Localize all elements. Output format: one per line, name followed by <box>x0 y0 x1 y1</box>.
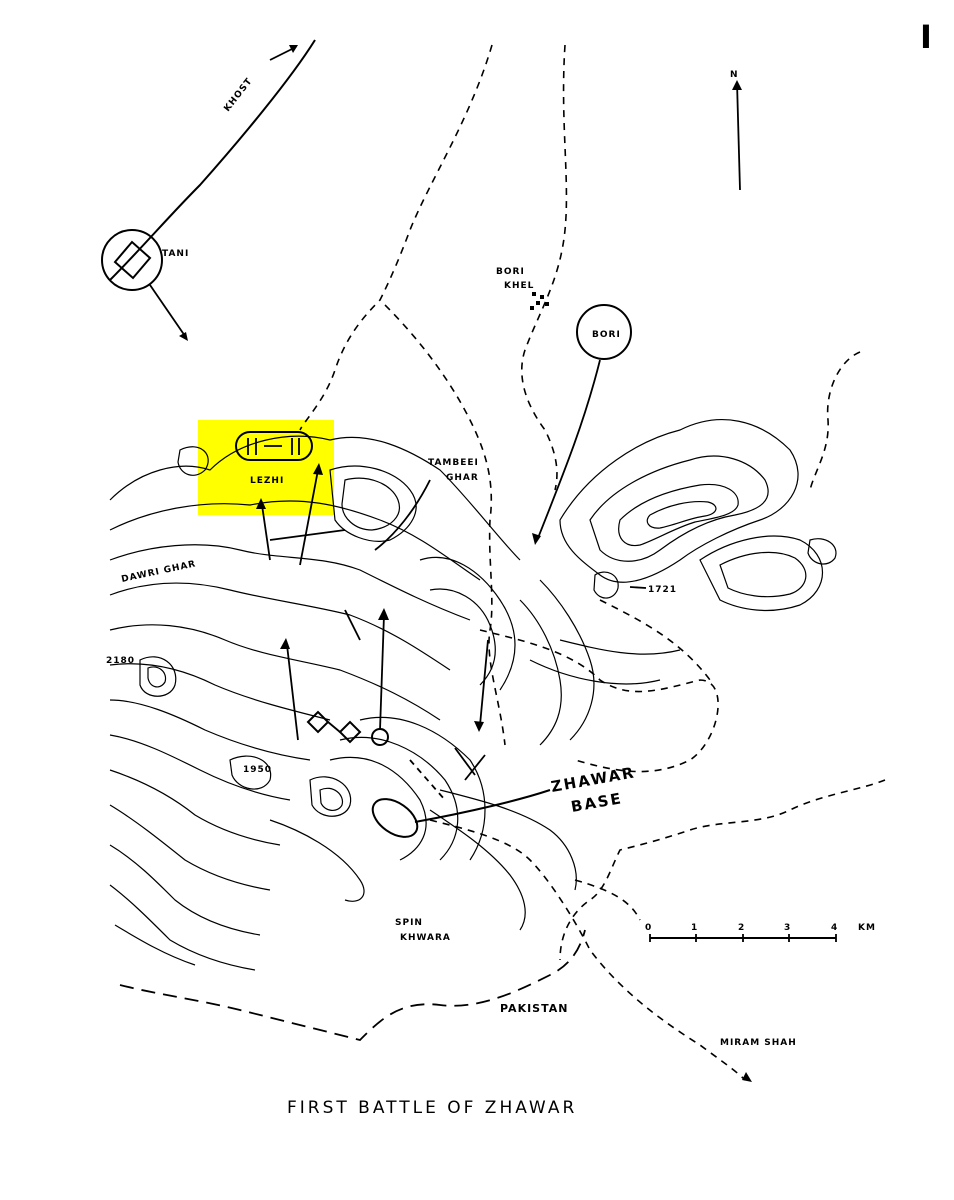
tambeei-ghar-marker: TAMBEEI GHAR <box>428 458 479 483</box>
tambeei-label-2: GHAR <box>446 473 479 483</box>
bori-label: BORI <box>592 330 621 340</box>
scale-tick-0: 0 <box>645 923 652 933</box>
tani-label: TANI <box>162 249 189 259</box>
scale-bar: 0 1 2 3 4 KM <box>645 923 876 942</box>
north-label: N <box>730 70 739 80</box>
pakistan-label: PAKISTAN <box>500 1002 568 1015</box>
scale-tick-2: 2 <box>738 923 745 933</box>
miram-shah-label: MIRAM SHAH <box>720 1038 797 1048</box>
scale-tick-3: 3 <box>784 923 791 933</box>
elevation-2180-label: 2180 <box>106 656 135 666</box>
khost-label: KHOST <box>222 76 254 114</box>
tambeei-label-1: TAMBEEI <box>428 458 479 468</box>
tani-marker: TANI <box>101 229 189 341</box>
bori-khel-village: BORI KHEL <box>496 267 549 310</box>
north-arrow: N <box>730 70 742 191</box>
scale-tick-1: 1 <box>691 923 698 933</box>
bori-khel-label-2: KHEL <box>504 281 534 291</box>
pakistan-border: PAKISTAN <box>119 929 586 1041</box>
highlight-box <box>198 420 334 515</box>
miram-shah-marker: MIRAM SHAH <box>720 1038 797 1082</box>
spin-khwara-label-1: SPIN <box>395 918 423 928</box>
spin-khwara-label-2: KHWARA <box>400 933 451 943</box>
elevation-1721-label: 1721 <box>648 585 677 595</box>
tracks <box>299 44 886 1081</box>
unit-symbols <box>235 431 446 838</box>
scale-unit: KM <box>858 923 876 933</box>
khost-road: KHOST <box>109 39 316 281</box>
troop-arrows <box>256 463 489 781</box>
dawri-ghar-label: DAWRI GHAR <box>121 559 198 585</box>
scale-tick-4: 4 <box>831 923 838 933</box>
zhawar-base-label-1: ZHAWAR <box>550 763 637 796</box>
bori-marker: BORI <box>532 304 632 545</box>
lezhi-label: LEZHI <box>250 476 284 486</box>
map-title: FIRST BATTLE OF ZHAWAR <box>287 1098 577 1118</box>
page-mark: I <box>920 18 932 56</box>
elevation-1721-marker: 1721 <box>629 585 677 595</box>
elevation-1950-label: 1950 <box>243 765 272 775</box>
zhawar-base-label-2: BASE <box>570 789 624 816</box>
bori-khel-label-1: BORI <box>496 267 525 277</box>
